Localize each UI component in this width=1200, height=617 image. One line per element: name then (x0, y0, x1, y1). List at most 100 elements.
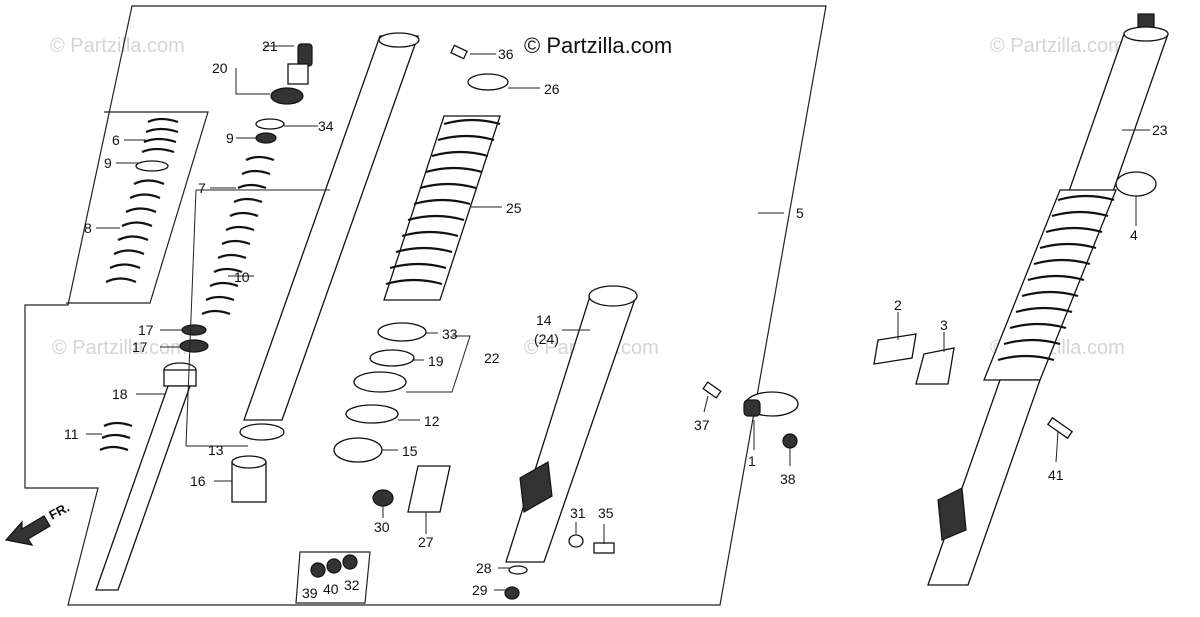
label-25: 25 (506, 200, 522, 216)
part-39 (310, 562, 326, 578)
label-2: 2 (894, 297, 902, 313)
fork-cap-bolt-20 (270, 43, 313, 105)
part-40 (326, 558, 342, 574)
damper-rod (95, 385, 191, 591)
label-1: 1 (748, 453, 756, 469)
bracket-3 (915, 347, 955, 385)
label-13: 13 (208, 442, 224, 458)
label-15: 15 (402, 443, 418, 459)
spring-6 (141, 117, 179, 154)
label-41: 41 (1048, 467, 1064, 483)
watermark-top-left: © Partzilla.com (50, 35, 185, 57)
label-36: 36 (498, 46, 514, 62)
bushing-16-top (231, 455, 267, 469)
label-24: (24) (534, 331, 559, 347)
label-39: 39 (302, 585, 318, 601)
part-32 (342, 554, 358, 570)
small-parts-box (295, 551, 371, 604)
label-31: 31 (570, 505, 586, 521)
arrow-icon (4, 515, 51, 546)
label-40: 40 (323, 581, 339, 597)
ring-17-lower (179, 339, 209, 353)
label-22: 22 (484, 350, 500, 366)
clip-19 (369, 349, 415, 367)
label-6: 6 (112, 132, 120, 148)
callout-labels: 21 20 34 9 6 9 7 8 10 17 17 18 11 13 16 … (64, 38, 1168, 601)
label-14: 14 (536, 312, 552, 328)
label-26: 26 (544, 81, 560, 97)
label-29: 29 (472, 582, 488, 598)
label-37: 37 (694, 417, 710, 433)
bolt-36 (450, 44, 468, 60)
front-direction-arrow: FR. (4, 500, 72, 546)
watermark-mid-left: © Partzilla.com (52, 337, 187, 359)
bushing-13 (239, 423, 285, 441)
oil-seal (353, 371, 407, 393)
label-27: 27 (418, 534, 434, 550)
clamp-4 (1115, 171, 1157, 197)
o-ring-34 (255, 118, 285, 130)
washer-9-mid (255, 132, 277, 144)
axle-holder-27 (407, 465, 451, 513)
label-11: 11 (64, 426, 79, 442)
label-38: 38 (780, 471, 796, 487)
leader-lines (86, 45, 1150, 591)
ring-17-upper (181, 324, 207, 336)
bushing-16 (231, 461, 267, 503)
assembly-outline (24, 5, 827, 606)
bolt-41 (1046, 416, 1074, 440)
label-21: 21 (262, 38, 278, 54)
caliper-mount (519, 461, 553, 513)
label-30: 30 (374, 519, 390, 535)
label-5: 5 (796, 205, 804, 221)
label-4: 4 (1130, 227, 1138, 243)
label-16: 16 (190, 473, 206, 489)
watermark-top-right: © Partzilla.com (990, 35, 1125, 57)
bolt-29 (504, 586, 520, 600)
washer-31 (568, 534, 584, 548)
inner-tube-top (378, 32, 420, 48)
slider-top (588, 285, 638, 307)
label-17-lower: 17 (132, 339, 148, 355)
label-20: 20 (212, 60, 228, 76)
label-17-upper: 17 (138, 322, 154, 338)
bracket-2 (873, 333, 917, 365)
rebound-spring-11 (99, 421, 133, 452)
washer-28 (508, 565, 528, 575)
label-3: 3 (940, 317, 948, 333)
bushing-15 (333, 437, 383, 463)
fr-label: FR. (46, 500, 72, 523)
label-12: 12 (424, 413, 440, 429)
washer-9-left (135, 160, 169, 172)
label-32: 32 (344, 577, 360, 593)
spring-8 (105, 179, 165, 284)
fork-boot-25 (383, 115, 501, 301)
label-19: 19 (428, 353, 444, 369)
nut-38 (782, 433, 798, 449)
bolt-37 (702, 381, 722, 399)
damper-piston-18 (163, 362, 197, 387)
label-10: 10 (234, 269, 250, 285)
copyright-text: © Partzilla.com (524, 33, 672, 58)
dust-seal-33 (377, 322, 427, 342)
clamp-1 (743, 391, 799, 417)
label-34: 34 (318, 118, 334, 134)
bolt-35 (593, 542, 615, 554)
label-28: 28 (476, 560, 492, 576)
outer-slider-14 (505, 295, 637, 563)
washer-12 (345, 404, 399, 424)
fork-spring-7 (201, 155, 275, 316)
assembled-fork-23 (927, 13, 1169, 586)
label-9-left: 9 (104, 155, 112, 171)
label-8: 8 (84, 220, 92, 236)
spring-kit-outline (66, 111, 209, 304)
nut-30 (372, 489, 394, 507)
label-33: 33 (442, 326, 458, 342)
label-18: 18 (112, 386, 128, 402)
label-23: 23 (1152, 122, 1168, 138)
label-7: 7 (198, 180, 206, 196)
boot-clamp-26 (467, 73, 509, 91)
label-35: 35 (598, 505, 614, 521)
label-9-mid: 9 (226, 130, 234, 146)
